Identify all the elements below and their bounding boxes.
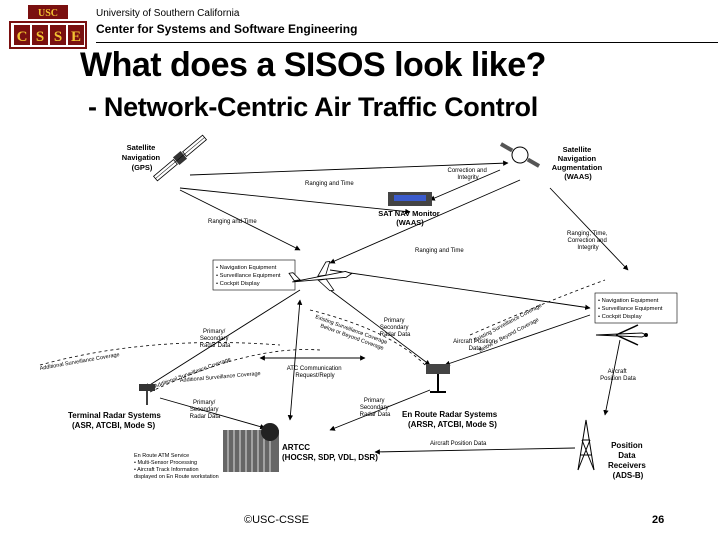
link-aircraft2-enroute: [444, 314, 591, 366]
arc-additional-coverage-2: [149, 349, 321, 393]
gps-satellite-icon: [152, 134, 208, 182]
atc-network-diagram: Satellite Navigation (GPS) Satellite Nav…: [39, 134, 678, 480]
aircraft1-jet-icon: [288, 260, 353, 292]
slide-subtitle: - Network-Centric Air Traffic Control: [88, 92, 538, 122]
label-aircraft-position-2: Aircraft Position Data: [600, 369, 636, 382]
enroute-radar-icon: [426, 364, 450, 393]
label-ranging-time-1: Ranging and Time: [305, 181, 354, 187]
svg-text:S: S: [36, 29, 44, 45]
label-atc-comm: ATC Communication Request/Reply: [287, 366, 344, 379]
link-gps-satnav: [179, 187, 411, 215]
label-ranging-time-3: Ranging and Time: [415, 248, 464, 254]
svg-text:USC: USC: [38, 8, 58, 19]
label-ranging-correction: Ranging, Time, Correction and Integrity: [567, 231, 609, 251]
link-waas-aircraft2: [549, 187, 629, 271]
page-number: 26: [652, 514, 665, 526]
arc-existing-coverage-1: [309, 309, 426, 366]
label-correction-integrity: Correction and Integrity: [447, 168, 488, 181]
link-position-artcc: [374, 447, 576, 455]
label-additional-coverage-2: Additional Surveillance Coverage: [154, 357, 232, 390]
aircraft2-equipment-list: • Navigation Equipment • Surveillance Eq…: [598, 298, 664, 320]
waas-label: Satellite Navigation Augmentation (WAAS): [552, 145, 605, 181]
usc-csse-logo: USC C S S E: [9, 5, 87, 49]
link-gps-aircraft: [179, 189, 301, 251]
center-name: Center for Systems and Software Engineer…: [96, 22, 358, 36]
enroute-radar-label: En Route Radar Systems (ARSR, ATCBI, Mod…: [402, 410, 499, 429]
arc-additional-coverage-1: [39, 342, 281, 366]
label-aircraft-position-1: Aircraft Position Data: [453, 339, 497, 352]
label-primary-radar-2: Primary Secondary Radar Data: [380, 318, 411, 338]
terminal-radar-icon: [139, 384, 155, 405]
artcc-service-list: En Route ATM Service • Multi-Sensor Proc…: [134, 453, 219, 480]
aircraft1-equipment-list: • Navigation Equipment • Surveillance Eq…: [216, 265, 282, 287]
link-enroute-artcc: [329, 389, 431, 431]
link-terminal-artcc: [159, 397, 266, 430]
aircraft2-equipment-box: [594, 292, 678, 324]
coverage-arcs: [39, 279, 606, 393]
link-aircraft-terminal: [144, 289, 301, 389]
gps-label: Satellite Navigation (GPS): [122, 143, 162, 172]
label-primary-radar-4: Primary Secondary Radar Data: [360, 398, 391, 418]
link-atc-comm-vertical: [287, 299, 303, 421]
artcc-building-icon: [223, 423, 279, 472]
svg-text:C: C: [17, 29, 28, 45]
aircraft2-prop-icon: [595, 324, 648, 346]
adsb-label: Position Data Receivers (ADS-B): [608, 441, 648, 480]
artcc-label: ARTCC (HOCSR, SDP, VDL, DSR): [282, 443, 378, 462]
adsb-receiver-tower-icon: [577, 419, 595, 471]
terminal-radar-label: Terminal Radar Systems (ASR, ATCBI, Mode…: [68, 411, 163, 430]
satnav-monitor-icon: [388, 192, 432, 206]
link-aircraft1-aircraft2: [329, 269, 591, 310]
label-additional-coverage-1: Additional Surveillance Coverage: [39, 352, 120, 372]
arc-existing-coverage-2: [469, 279, 606, 336]
link-gps-waas: [189, 160, 509, 176]
link-aircraft2-position: [603, 339, 621, 416]
link-aircraft-enroute: [329, 289, 431, 366]
waas-satellite-icon: [499, 142, 541, 168]
university-name: University of Southern California: [96, 8, 240, 19]
link-waas-aircraft1: [329, 179, 521, 264]
svg-text:S: S: [54, 29, 62, 45]
label-aircraft-position-3: Aircraft Position Data: [430, 441, 487, 447]
link-waas-satnav: [429, 169, 501, 201]
connector-lines: [144, 160, 629, 455]
satnav-label: SAT NAV Monitor (WAAS): [378, 209, 441, 227]
label-primary-radar-1: Primary/ Secondary Radar Data: [200, 329, 231, 349]
aircraft1-equipment-box: [212, 259, 296, 291]
label-primary-radar-3: Primary/ Secondary Radar Data: [190, 400, 221, 420]
svg-text:E: E: [71, 29, 81, 45]
header-rule: [96, 42, 718, 43]
slide-title: What does a SISOS look like?: [80, 46, 546, 84]
label-ranging-time-2: Ranging and Time: [208, 219, 257, 225]
footer-copyright: ©USC-CSSE: [244, 514, 309, 526]
